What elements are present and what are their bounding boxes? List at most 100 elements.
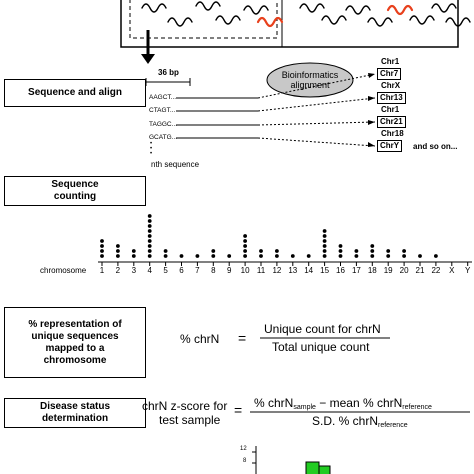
count-dot (259, 254, 263, 258)
count-dot (370, 244, 375, 248)
dna-fragment (321, 15, 347, 25)
count-dot (418, 254, 422, 258)
dna-fragment (141, 3, 167, 13)
chromosome-tick-label: 12 (272, 266, 282, 275)
z-formula-lhs-line2: test sample (159, 413, 221, 427)
count-dot (338, 249, 343, 253)
chromosome-tick-label: 4 (147, 266, 152, 275)
chromosome-tick-label: 6 (179, 266, 184, 275)
count-dot (116, 254, 120, 258)
count-dot (386, 249, 391, 253)
chromosome-tick-label: 17 (351, 266, 361, 275)
count-dot (147, 249, 152, 253)
chromosome-tick-label: 2 (115, 266, 121, 275)
z-formula-lhs-line1: chrN z-score for (142, 399, 228, 413)
dna-fragment (345, 5, 371, 15)
read-length-bracket (145, 78, 191, 86)
chromosome-tick-label: 1 (99, 266, 105, 275)
z-num-reference-sub: reference (402, 404, 432, 411)
mapped-chr-label-boxed: ChrY (377, 140, 403, 152)
alignment-arrowheads (368, 73, 375, 147)
sequence-ellipsis: • • • (150, 141, 153, 157)
histogram-bar (305, 461, 320, 474)
count-dot (195, 254, 200, 258)
count-dot (322, 249, 327, 253)
count-dot (116, 244, 120, 248)
pct-formula-eq: = (238, 330, 247, 346)
dna-fragment (367, 17, 393, 27)
count-dot (338, 254, 343, 258)
dna-fragment (299, 3, 325, 13)
sequence-read: CTAGT... (149, 107, 176, 114)
read-length-label: 36 bp (158, 68, 179, 77)
count-dot (163, 249, 168, 253)
dna-fragment (386, 4, 414, 16)
count-dot (243, 254, 248, 258)
mapped-chr-label-boxed: Chr13 (377, 92, 406, 104)
count-dot (147, 244, 152, 248)
mapped-chr-label: Chr1 (381, 105, 400, 114)
chromosome-tick-label: 14 (304, 266, 314, 275)
count-dot (100, 254, 104, 258)
chromosome-tick-label: 18 (367, 266, 377, 275)
down-arrow (141, 30, 155, 64)
nth-sequence-label: nth sequence (151, 160, 200, 169)
count-dot (402, 254, 406, 258)
count-dot (354, 249, 359, 253)
count-dot (259, 249, 263, 253)
dna-fragment (243, 5, 269, 15)
pct-formula-denominator: Total unique count (272, 340, 370, 354)
mapped-chr-label: ChrX (381, 81, 401, 90)
count-dot (290, 254, 295, 258)
bioinformatics-bubble (266, 62, 354, 98)
chromosome-tick-label: 19 (383, 266, 393, 275)
z-den-sd: S.D. % chrN (312, 414, 379, 428)
count-dot (322, 254, 327, 258)
sequence-read: TAGGC... (149, 121, 178, 128)
chromosome-tick-label: 5 (163, 266, 168, 275)
dna-fragment (167, 17, 193, 27)
count-dot (306, 254, 311, 258)
count-dot (275, 249, 279, 253)
count-dot (100, 249, 104, 253)
count-dot (275, 254, 279, 258)
count-dot (131, 249, 136, 253)
sequence-read: AAGCT... (149, 94, 177, 101)
chromosome-tick-label: 13 (288, 266, 298, 275)
bioinformatics-label: Bioinformatics alignment (281, 70, 339, 90)
z-num-sample-sub: sample (293, 404, 316, 411)
count-dot (147, 214, 152, 218)
dna-fragment (195, 1, 221, 11)
count-dot (370, 254, 375, 258)
count-dot (322, 234, 327, 238)
and-so-on-label: and so on... (413, 142, 458, 151)
z-formula-denominator: S.D. % chrNreference (312, 414, 408, 429)
mapped-chr-label-boxed: Chr21 (377, 116, 406, 128)
dna-fragment (409, 15, 435, 25)
chromosome-tick-label: 22 (431, 266, 441, 275)
step-representation: % representation of unique sequences map… (4, 307, 146, 378)
chromosome-dot-counts (100, 214, 438, 258)
dna-fragment (215, 15, 241, 25)
count-dot (147, 254, 152, 258)
count-dot (243, 239, 248, 243)
sequence-read: GCATG... (149, 134, 178, 141)
chromosome-tick-label: 8 (211, 266, 216, 275)
count-dot (147, 234, 152, 238)
chromosome-ticks (101, 262, 469, 266)
chromosome-tick-label: 7 (195, 266, 200, 275)
count-dot (211, 249, 216, 253)
count-dot (147, 219, 152, 223)
histogram (252, 446, 331, 474)
chromosome-tick-label: 3 (131, 266, 137, 275)
count-dot (147, 229, 152, 233)
pct-formula-numerator: Unique count for chrN (264, 322, 381, 336)
chromosome-tick-label: 15 (320, 266, 330, 275)
count-dot (147, 239, 152, 243)
count-dot (179, 254, 184, 258)
count-dot (370, 249, 375, 253)
histogram-bar (318, 465, 331, 474)
count-dot (402, 249, 406, 253)
pct-formula-lhs: % chrN (180, 332, 220, 346)
count-dot (243, 244, 248, 248)
